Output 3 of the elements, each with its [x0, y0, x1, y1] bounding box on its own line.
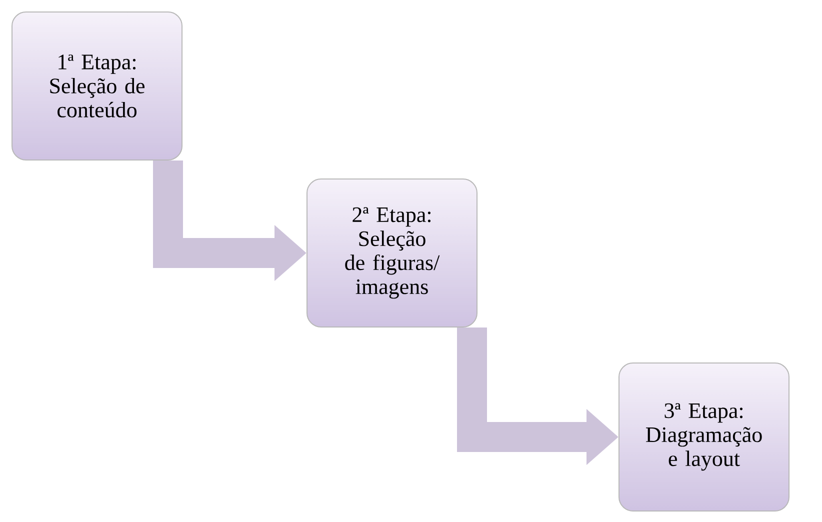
process-box: 2ª Etapa: Seleção de figuras/ imagens	[306, 178, 478, 328]
process-box: 1ª Etapa: Seleção de conteúdo	[12, 12, 182, 160]
process-box: 3ª Etapa: Diagramação e layout	[618, 362, 790, 512]
